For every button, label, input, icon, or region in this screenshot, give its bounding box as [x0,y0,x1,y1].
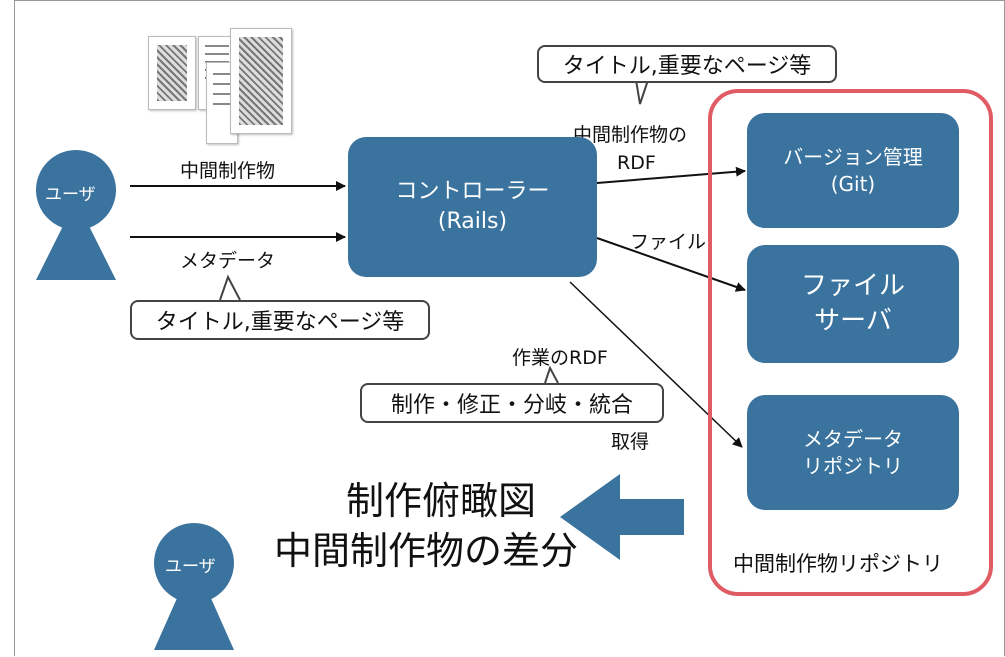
arrow-to-metadata-repo [569,281,743,448]
manuscript-thumbnails [140,22,310,150]
callout-operations: 制作・修正・分岐・統合 [360,383,664,423]
page-thumb-1 [148,36,196,110]
label-metadata: メタデータ [180,250,276,272]
repository-frame [708,89,993,596]
metadata-repo-box: メタデータ リポジトリ [747,395,959,510]
callout-pointer-left [219,274,241,301]
metadata-repo-label-1: メタデータ [803,426,903,451]
user-figure-top [36,150,116,280]
label-intermediate-rdf-1: 中間制作物の [573,124,688,146]
output-overview-title: 制作俯瞰図 [346,479,537,523]
big-left-arrow [560,474,684,560]
controller-framework: (Rails) [437,209,508,234]
file-server-label-2: サーバ [814,306,892,336]
callout-left-title-pages: タイトル,重要なページ等 [130,300,430,340]
callout-pointer-ops [544,365,559,384]
metadata-repo-label-2: リポジトリ [803,453,903,478]
version-control-label: バージョン管理 [783,144,923,169]
version-control-box: バージョン管理 (Git) [747,113,959,228]
user-label-top: ユーザ [45,185,96,205]
label-intermediate-work: 中間制作物 [180,160,276,182]
file-server-label-1: ファイル [800,270,905,301]
controller-label: コントローラー [395,179,550,205]
label-fetch: 取得 [611,431,650,453]
user-label-bottom: ユーザ [165,557,216,577]
controller-box: コントローラー (Rails) [348,137,597,277]
version-control-tool: (Git) [830,171,876,196]
arrow-to-file-server [596,237,746,292]
output-diff-title: 中間制作物の差分 [274,529,579,573]
arrow-to-version-control [596,166,746,184]
label-intermediate-rdf-2: RDF [617,152,656,174]
label-file: ファイル [630,231,707,253]
callout-pointer-top [635,79,649,105]
page-thumb-4 [230,28,292,134]
user-figure-bottom [154,523,234,650]
repository-title: 中間制作物リポジトリ [733,552,943,576]
callout-top-title-pages: タイトル,重要なページ等 [537,45,837,83]
file-server-box: ファイル サーバ [747,245,959,363]
label-work-rdf: 作業のRDF [512,347,608,369]
